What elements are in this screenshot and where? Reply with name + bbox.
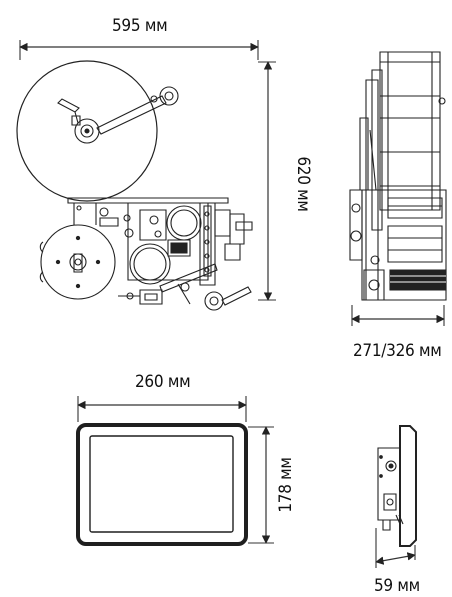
panel-depth-dimension-line [375,552,416,565]
applicator-width-label: 595 мм [112,16,167,36]
applicator-side-view [349,51,447,326]
applicator-depth-label: 271/326 мм [353,341,441,361]
panel-screen [89,435,234,533]
panel-height-label: 178 мм [276,457,296,512]
applicator-body [39,197,253,311]
panel-width-label: 260 мм [135,372,190,392]
label-reel [16,60,179,202]
panel-depth-label: 59 мм [374,576,420,596]
applicator-height-label: 620 мм [293,156,313,211]
panel-bezel [76,423,248,546]
control-panel-side-view [375,425,417,568]
control-panel-front-view [76,396,274,546]
applicator-front-view [16,40,276,311]
